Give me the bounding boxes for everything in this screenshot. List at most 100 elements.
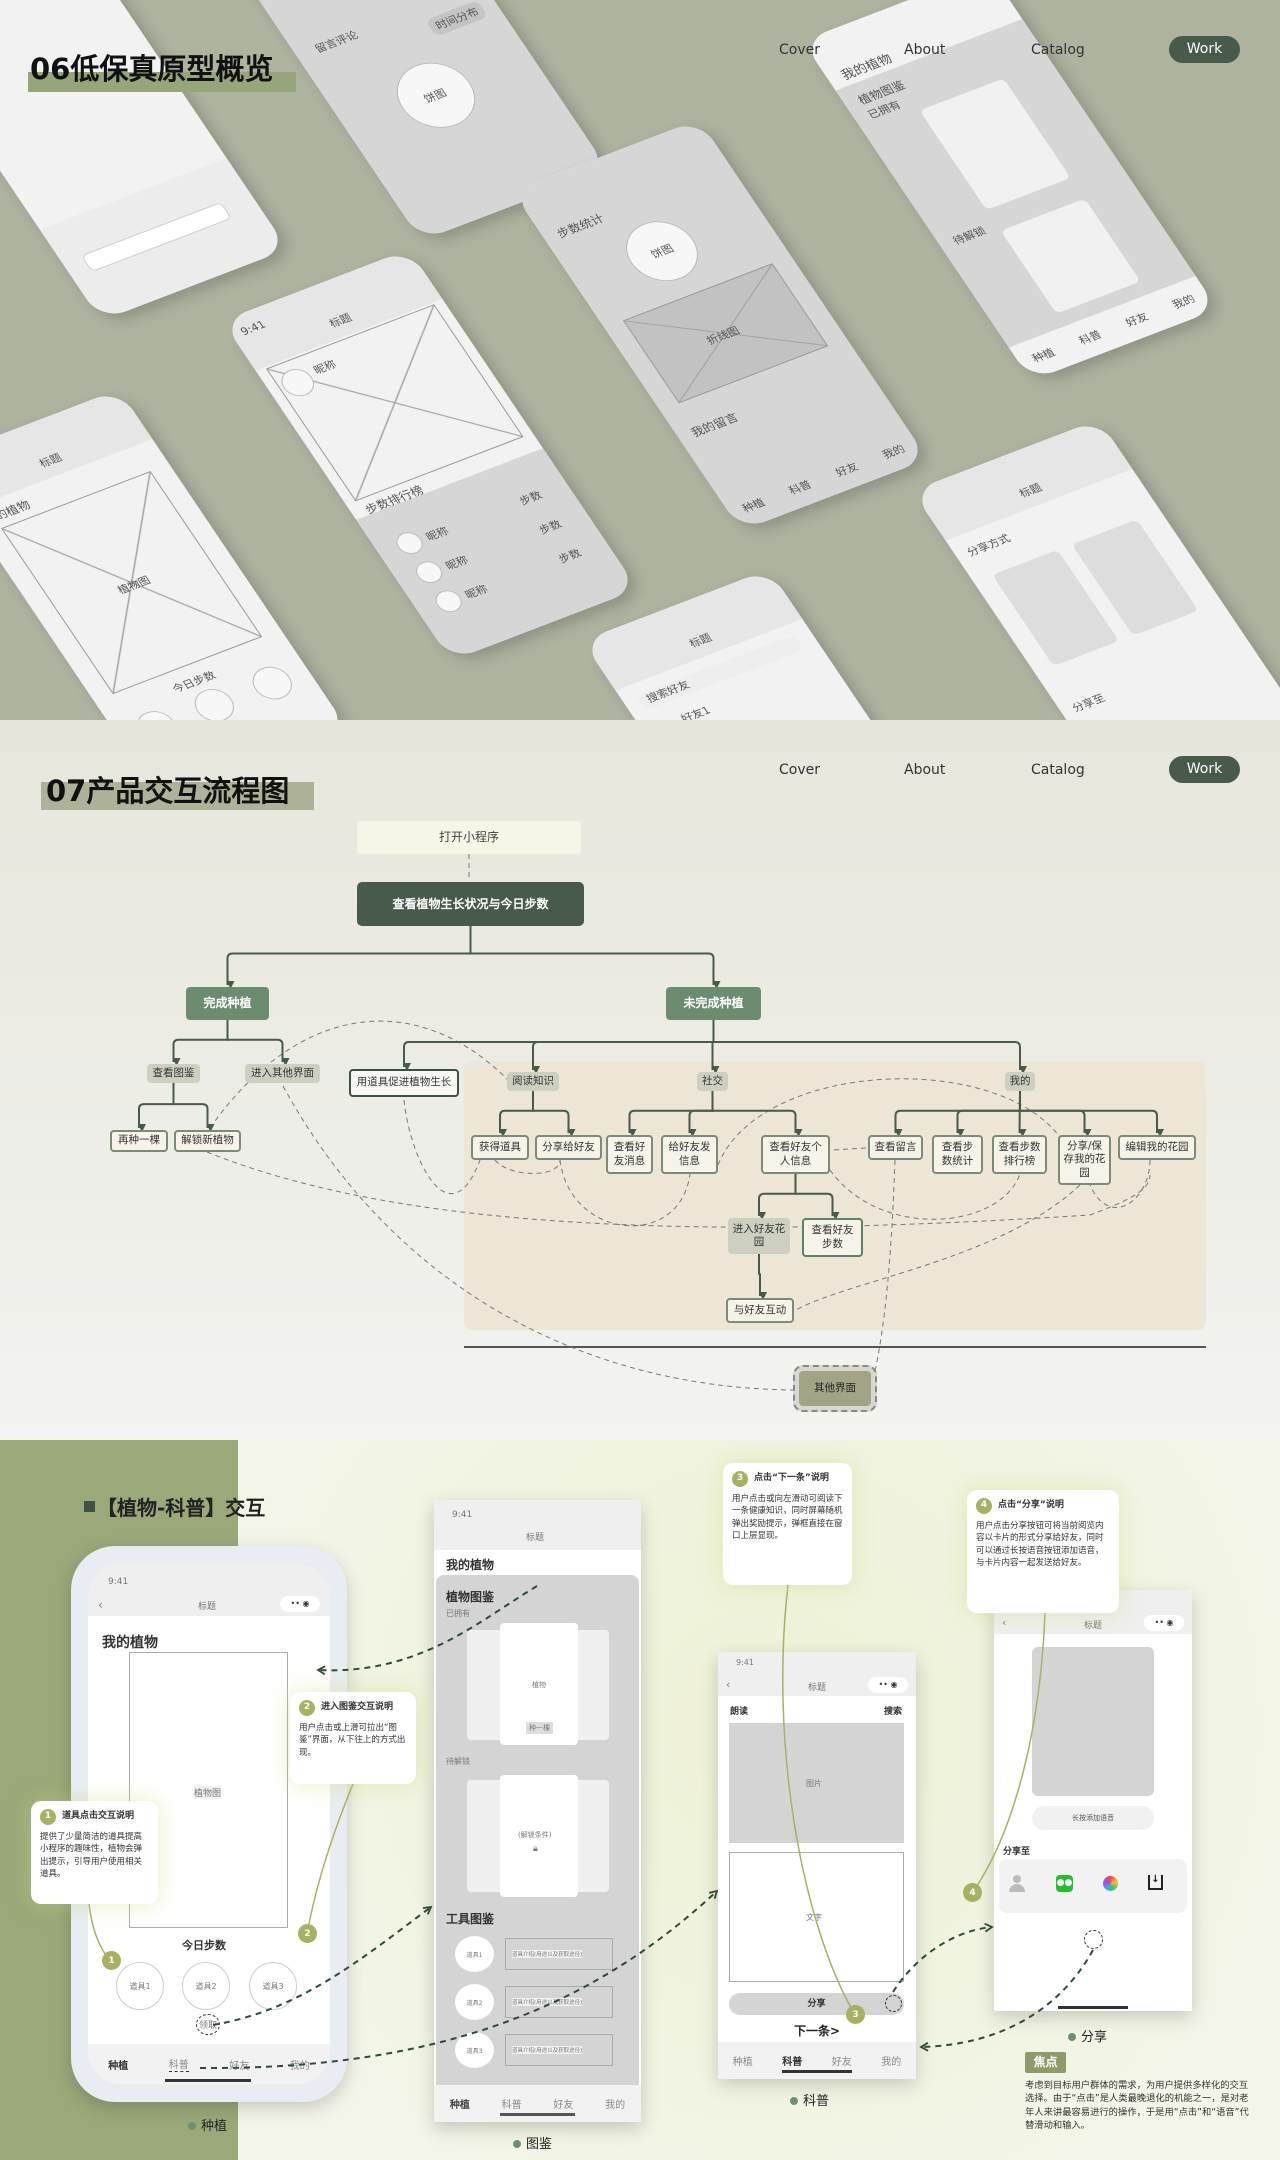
dashed-links (206, 854, 1151, 1391)
flow-node-friend-msg: 查看好友消息 (606, 1135, 653, 1174)
flow-node-use-tool: 用道具促进植物生长 (349, 1069, 459, 1097)
title-highlight (41, 782, 314, 810)
tool-button-1[interactable]: 道具1 (116, 1962, 164, 2010)
mock-phone-friends: 标题 搜索好友 好友1 (582, 569, 998, 720)
marker-2: 2 (298, 1924, 317, 1943)
top-nav: Cover About Catalog Work (0, 756, 1280, 786)
tab-mine[interactable]: 我的 (289, 2060, 310, 2072)
flow-node-read: 阅读知识 (507, 1072, 559, 1091)
nav-work[interactable]: Work (1169, 36, 1240, 63)
nav-about[interactable]: About (904, 42, 946, 58)
dashed-link (870, 1159, 896, 1391)
tab-planting[interactable]: 种植 (108, 2060, 129, 2072)
share-card-preview (1032, 1647, 1154, 1796)
voice-button[interactable]: 长按添加语音 (1032, 1806, 1154, 1830)
tab-science[interactable]: 科普 (782, 2057, 803, 2068)
wechat-icon[interactable]: ●● (1056, 1875, 1073, 1892)
tab-mine[interactable]: 我的 (881, 2057, 902, 2068)
share-button[interactable]: 分享 (729, 1993, 904, 2015)
mock-phone-step-stats: 步数统计 饼图 折线图 我的留言 种植科普好友我的 (512, 119, 928, 531)
flow-node-share-friend: 分享给好友 (535, 1135, 602, 1160)
flow-node-other: 其他界面 (793, 1365, 877, 1412)
tab-science[interactable]: 科普 (501, 2100, 522, 2111)
plant-button[interactable]: 种一棵 (526, 1722, 553, 1734)
tab-friends[interactable]: 好友 (831, 2057, 852, 2068)
flow-edge-undone-read (532, 1020, 715, 1074)
flow-node-unlock: 解锁新植物 (174, 1130, 241, 1152)
nav-cover[interactable]: Cover (779, 762, 820, 778)
flow-node-enter-other: 进入其他界面 (245, 1064, 320, 1083)
flow-node-friend-steps: 查看好友步数 (802, 1218, 863, 1257)
moments-icon[interactable] (1103, 1876, 1118, 1891)
flow-edge-mine-share_garden (1019, 1091, 1092, 1137)
flow-edge-friend_garden-interact (758, 1254, 767, 1300)
tool-button-3[interactable]: 道具3 (249, 1962, 297, 2010)
tab-mine[interactable]: 我的 (605, 2100, 626, 2111)
dashed-link (829, 1169, 1021, 1220)
flow-node-view-msg: 查看留言 (868, 1135, 923, 1160)
lock-icon: 🔒︎ (533, 1844, 538, 1854)
nav-about[interactable]: About (904, 762, 946, 778)
contact-icon[interactable] (1009, 1875, 1025, 1893)
capsule-menu[interactable]: •• ◉ (280, 1596, 320, 1612)
flow-edge-mine-step_stats (956, 1091, 1021, 1137)
share-tap-indicator (1084, 1930, 1103, 1949)
mock-phone-step-rank: 9:41 标题 昵称 步数排行榜 昵称步数 昵称步数 昵称步数 (222, 249, 638, 661)
flow-node-guide: 查看图鉴 (147, 1064, 200, 1083)
dashed-link (494, 1159, 561, 1174)
locked-card[interactable] (500, 1775, 578, 1897)
flow-edge-mine-edit_garden (1019, 1091, 1164, 1137)
flow-node-replant: 再种一棵 (110, 1130, 168, 1152)
phone-science: 9:41 ‹ 标题 •• ◉ 朗读 搜索 图片 文字 分享 下一条> 种植 科普… (718, 1652, 916, 2079)
download-icon[interactable]: ↓ (1148, 1875, 1163, 1890)
caption-planting: 种植 (188, 2115, 227, 2134)
tool-button-2[interactable]: 道具2 (182, 1962, 230, 2010)
mock-phone-share: 标题 分享方式 分享至 (912, 419, 1280, 720)
flow-node-get-tool: 获得道具 (471, 1135, 529, 1160)
flow-edge-guide-unlock (172, 1083, 215, 1132)
flow-panel (464, 1061, 1206, 1330)
flow-edge-read-get_tool (499, 1091, 534, 1137)
tab-planting[interactable]: 种植 (732, 2057, 753, 2068)
title-highlight (28, 72, 296, 92)
next-button[interactable]: 下一条> (794, 2024, 841, 2038)
flow-edge-social-friend_msg (628, 1091, 714, 1137)
nav-catalog[interactable]: Catalog (1031, 42, 1085, 58)
flow-node-undone: 未完成种植 (666, 987, 761, 1020)
flow-node-step-rank: 查看步数排行榜 (992, 1135, 1047, 1174)
flow-edge-social-send_msg (688, 1091, 714, 1137)
section-title: 07产品交互流程图 (46, 774, 290, 808)
flow-node-send-msg: 给好友发信息 (661, 1135, 718, 1174)
focus-text: 考虑到目标用户群体的需求，为用户提供多样化的交互选择。由于“点击”是人类最晚退化… (1025, 2080, 1249, 2132)
nav-work[interactable]: Work (1169, 756, 1240, 783)
section-title: 06低保真原型概览 (30, 52, 274, 86)
focus-tag: 焦点 (1025, 2052, 1066, 2073)
tab-planting[interactable]: 种植 (449, 2100, 470, 2111)
tab-science[interactable]: 科普 (168, 2056, 189, 2072)
flow-edge-mine-view_msg (894, 1091, 1021, 1137)
flow-edge-friend_info-friend_garden (758, 1174, 797, 1220)
dashed-link (1089, 1159, 1151, 1208)
claim-button[interactable]: 领取 (196, 2014, 221, 2035)
search-button[interactable]: 搜索 (884, 1707, 903, 1717)
read-aloud-button[interactable]: 朗读 (730, 1707, 749, 1717)
mock-phone-today-steps: 标题 我的植物 植物图 今日步数 (0, 389, 348, 720)
back-icon[interactable]: ‹ (98, 1598, 103, 1612)
marker-4: 4 (963, 1883, 982, 1902)
tab-friends[interactable]: 好友 (553, 2100, 574, 2111)
flow-edge-friend_info-friend_steps (794, 1174, 840, 1220)
tab-friends[interactable]: 好友 (229, 2060, 250, 2072)
dashed-link (282, 1085, 800, 1391)
flow-edge-social-friend_info (711, 1091, 803, 1137)
flow-edge-undone-use_tool (403, 1020, 715, 1071)
flow-node-share-garden: 分享/保存我的花园 (1058, 1135, 1111, 1185)
nav-catalog[interactable]: Catalog (1031, 762, 1085, 778)
flow-node-start: 打开小程序 (357, 821, 581, 854)
flow-node-done: 完成种植 (186, 987, 269, 1020)
nav-cover[interactable]: Cover (779, 42, 820, 58)
caption-guide: 图鉴 (513, 2133, 552, 2152)
flow-divider (464, 1346, 1206, 1348)
flow-edge-guide-replant (138, 1083, 175, 1132)
